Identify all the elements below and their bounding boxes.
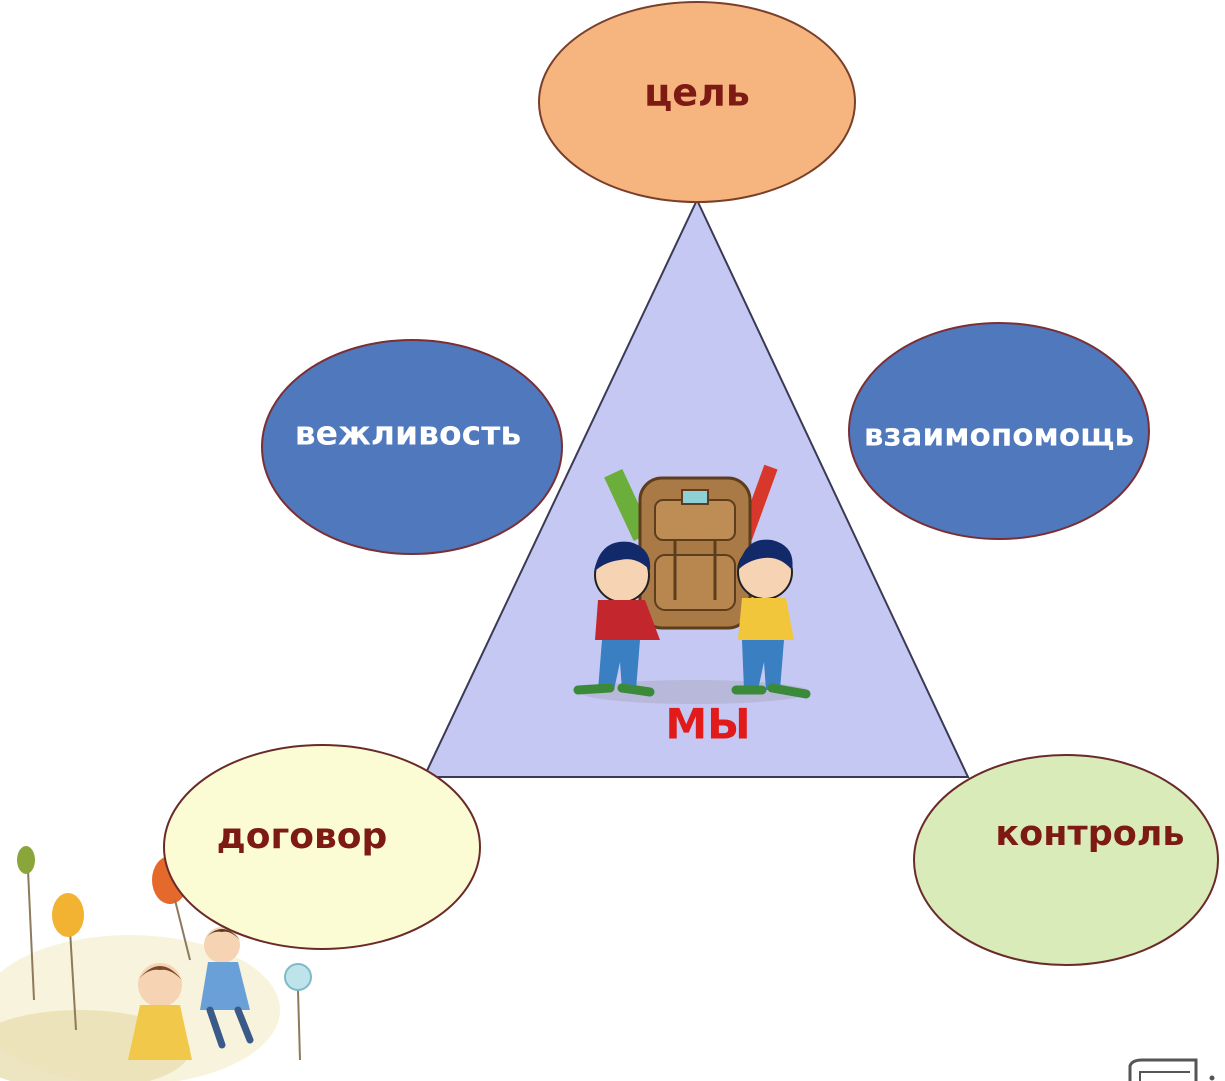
node-left-label: вежливость	[295, 414, 522, 453]
node-right: взаимопомощь	[848, 322, 1150, 540]
node-bottom-left-label: договор	[217, 816, 388, 857]
node-bottom-right-label: контроль	[995, 814, 1184, 854]
node-top: цель	[538, 1, 856, 203]
node-left: вежливость	[261, 339, 563, 555]
two-kids-with-backpack-illustration	[573, 464, 811, 704]
node-bottom-right: контроль	[913, 754, 1219, 966]
node-right-label: взаимопомощь	[864, 418, 1134, 454]
center-label: МЫ	[665, 700, 750, 749]
node-bottom-left: договор	[163, 744, 481, 950]
page-corner-icon	[1128, 1058, 1215, 1081]
node-top-label: цель	[644, 71, 750, 115]
